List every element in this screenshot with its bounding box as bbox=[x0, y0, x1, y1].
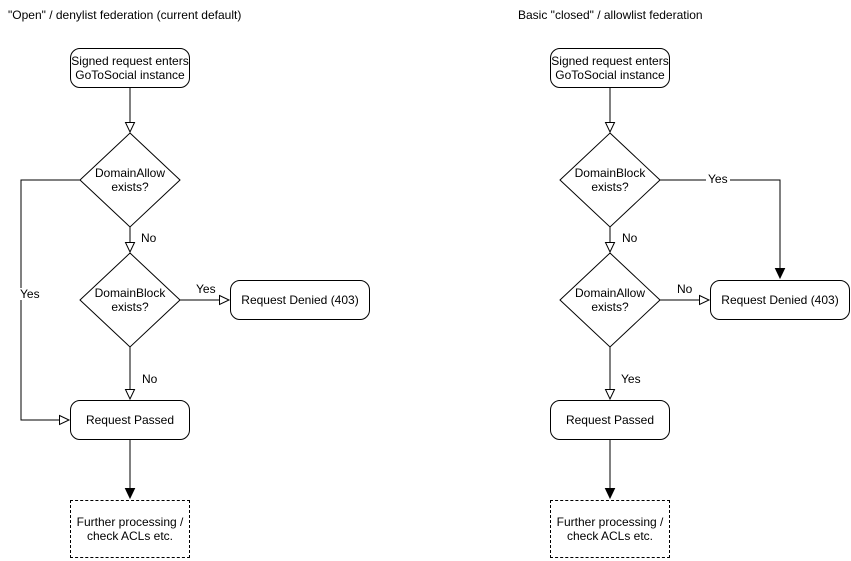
left-decision2-diamond bbox=[79, 252, 181, 348]
left-decision1-no-label: No bbox=[139, 231, 159, 245]
left-further-node: Further processing / check ACLs etc. bbox=[70, 500, 190, 558]
right-edge-decision1-yes bbox=[660, 179, 786, 280]
right-decision1-yes-label: Yes bbox=[706, 172, 730, 186]
left-start-node: Signed request enters GoToSocial instanc… bbox=[70, 48, 190, 88]
right-further-node: Further processing / check ACLs etc. bbox=[550, 500, 670, 558]
right-start-node: Signed request enters GoToSocial instanc… bbox=[550, 48, 670, 88]
left-decision2-no-label: No bbox=[140, 372, 160, 386]
right-decision1-diamond bbox=[559, 132, 661, 228]
left-decision1-yes-label: Yes bbox=[18, 287, 42, 301]
left-passed-node: Request Passed bbox=[70, 400, 190, 440]
left-flowchart-title: "Open" / denylist federation (current de… bbox=[8, 8, 242, 22]
right-passed-node: Request Passed bbox=[550, 400, 670, 440]
right-decision2-yes-label: Yes bbox=[619, 372, 643, 386]
right-decision2-no-label: No bbox=[675, 282, 695, 296]
left-decision2-yes-label: Yes bbox=[194, 282, 218, 296]
left-denied-node: Request Denied (403) bbox=[230, 280, 370, 320]
right-flowchart-title: Basic "closed" / allowlist federation bbox=[518, 8, 703, 22]
left-decision1-diamond bbox=[79, 132, 181, 228]
right-decision2-diamond bbox=[559, 252, 661, 348]
left-edge-decision1-yes bbox=[20, 179, 80, 426]
right-denied-node: Request Denied (403) bbox=[710, 280, 850, 320]
right-decision1-no-label: No bbox=[620, 231, 640, 245]
